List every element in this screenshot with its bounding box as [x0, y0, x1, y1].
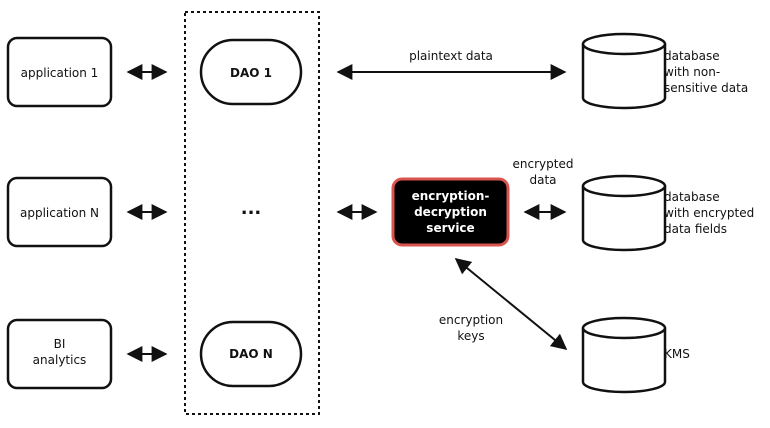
encrypted-label-line-2: data [529, 173, 556, 187]
database-encrypted-icon [581, 174, 667, 252]
db1-label-line-3: sensitive data [664, 81, 748, 95]
application-1-box: application 1 [6, 36, 113, 108]
dao-n-label: DAO N [229, 347, 273, 361]
arrow-encryption-keys [454, 257, 568, 351]
dao-ellipsis: ... [241, 198, 262, 219]
db1-label-line-2: with non- [664, 65, 720, 79]
service-label-line-3: service [426, 221, 474, 235]
bi-label: BI [54, 337, 66, 351]
db2-label-line-2: with encrypted [664, 206, 754, 220]
bi-analytics-box: BI analytics [6, 318, 113, 390]
dao-n-node: DAO N [199, 320, 303, 388]
keys-label-line-2: keys [457, 329, 484, 343]
encryption-decryption-service: encryption- decryption service [391, 177, 510, 247]
database-non-sensitive-icon [581, 32, 667, 110]
keys-label-line-1: encryption [439, 313, 503, 327]
service-label-line-2: decryption [414, 205, 487, 219]
dao-layer-container [184, 11, 320, 415]
service-label-line-1: encryption- [412, 189, 490, 203]
dao-1-label: DAO 1 [230, 66, 272, 80]
dao-1-node: DAO 1 [199, 38, 303, 106]
analytics-label: analytics [33, 353, 87, 367]
db2-label-line-3: data fields [664, 222, 727, 236]
kms-database-icon [581, 316, 667, 394]
encrypted-label-line-1: encrypted [513, 157, 574, 171]
plaintext-data-label: plaintext data [409, 49, 493, 63]
application-1-label: application 1 [21, 66, 99, 80]
application-n-box: application N [6, 176, 113, 248]
db2-label-line-1: database [664, 190, 720, 204]
kms-label: KMS [664, 347, 690, 361]
db1-label-line-1: database [664, 49, 720, 63]
application-n-label: application N [20, 206, 99, 220]
